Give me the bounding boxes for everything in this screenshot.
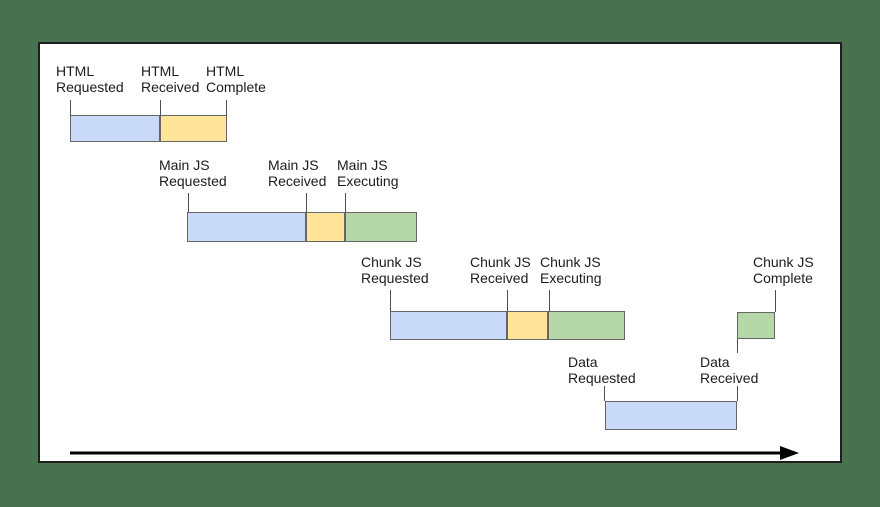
bar-segment-chunk-js-requested (390, 311, 507, 340)
phase-label-chunk-js-3: Chunk JS Complete (753, 254, 814, 286)
tick-line-html-1 (160, 100, 161, 115)
tick-line-chunk-js-0 (390, 290, 391, 311)
phase-label-chunk-js-2: Chunk JS Executing (540, 254, 602, 286)
bar-segment-data-requested (605, 401, 737, 430)
bar-segment-main-js-requested (187, 212, 306, 242)
arrowhead-icon (780, 446, 799, 460)
bar-segment-html-requested (70, 115, 160, 142)
bar-segment-chunk-js-received (507, 311, 548, 340)
bar-segment-html-received (160, 115, 227, 142)
phase-label-html-1: HTML Received (141, 63, 200, 95)
phase-label-data-0: Data Requested (568, 354, 636, 386)
tick-line-chunk-js-1 (507, 290, 508, 311)
phase-label-data-1: Data Received (700, 354, 759, 386)
bar-segment-main-js-received (306, 212, 345, 242)
bar-segment-main-js-executing (345, 212, 417, 242)
tick-line-data-0 (737, 339, 738, 353)
tick-line-html-0 (70, 100, 71, 115)
diagram-canvas (38, 42, 842, 463)
tick-line-chunk-js-2 (549, 290, 550, 311)
phase-label-main-js-1: Main JS Received (268, 157, 327, 189)
phase-label-html-0: HTML Requested (56, 63, 124, 95)
phase-label-chunk-js-0: Chunk JS Requested (361, 254, 429, 286)
bar-segment-chunk-js-executing (548, 311, 625, 340)
tick-line-chunk-js-3 (775, 290, 776, 312)
bar-segment-chunk-js-complete (737, 312, 775, 339)
phase-label-main-js-2: Main JS Executing (337, 157, 399, 189)
tick-line-main-js-2 (345, 193, 346, 212)
tick-line-main-js-1 (306, 193, 307, 212)
phase-label-chunk-js-1: Chunk JS Received (470, 254, 531, 286)
phase-label-html-2: HTML Complete (206, 63, 266, 95)
tick-line-main-js-0 (188, 193, 189, 212)
tick-line-html-2 (226, 100, 227, 115)
phase-label-main-js-0: Main JS Requested (159, 157, 227, 189)
tick-line-data-2 (737, 386, 738, 401)
tick-line-data-1 (604, 386, 605, 401)
